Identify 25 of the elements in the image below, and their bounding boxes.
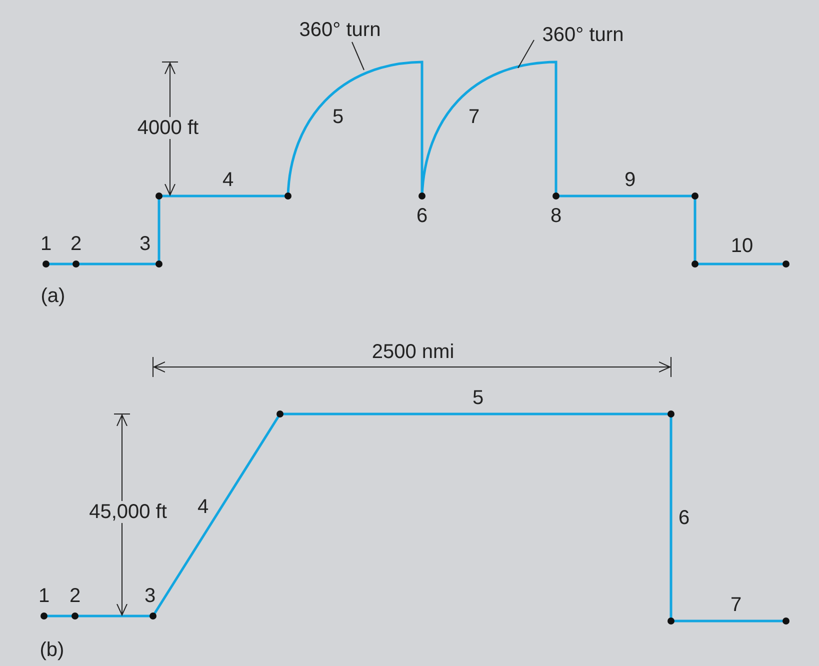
dimension-label: 4000 ft [135, 117, 201, 139]
panel-label: (b) [40, 639, 64, 661]
segment-number: 6 [416, 205, 428, 227]
segment-number: 2 [69, 585, 81, 607]
segment-number: 6 [678, 507, 690, 529]
segment-number: 7 [468, 106, 480, 128]
segment-number: 8 [550, 205, 562, 227]
segment-number: 7 [730, 594, 742, 616]
callout-text: 360° turn [299, 19, 381, 41]
segment-number: 2 [70, 233, 82, 255]
segment-number: 9 [624, 169, 636, 191]
leader-line [352, 42, 364, 70]
leader-line [518, 40, 534, 68]
segment-number: 4 [222, 169, 234, 191]
segment-number: 5 [472, 387, 484, 409]
dimension-label: 45,000 ft [87, 501, 169, 523]
panel-label: (a) [40, 285, 66, 307]
callout-text: 360° turn [542, 24, 624, 46]
segment-number: 3 [139, 233, 151, 255]
segment-number: 1 [40, 233, 52, 255]
segment-number: 10 [730, 235, 754, 257]
segment-number: 1 [38, 585, 50, 607]
segment-number: 4 [197, 496, 209, 518]
segment-number: 5 [332, 106, 344, 128]
segment-number: 3 [144, 585, 156, 607]
